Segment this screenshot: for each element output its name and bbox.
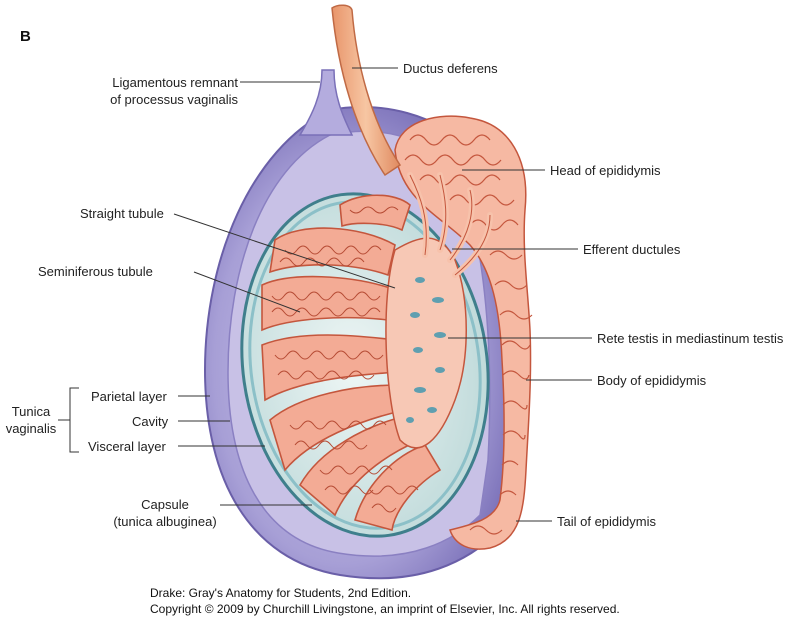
label-cavity: Cavity: [132, 414, 169, 429]
panel-letter: B: [20, 28, 31, 45]
tubule-coils: [271, 206, 419, 513]
label-ligamentous-remnant: Ligamentous remnant of processus vaginal…: [110, 74, 238, 108]
credit-line-2: Copyright © 2009 by Churchill Livingston…: [150, 602, 620, 616]
label-tail-of-epididymis: Tail of epididymis: [557, 514, 656, 529]
label-capsule: Capsule (tunica albuginea): [100, 496, 230, 530]
label-tunica-vaginalis: Tunica vaginalis: [4, 403, 58, 437]
label-parietal-layer: Parietal layer: [91, 389, 167, 404]
label-seminiferous-tubule: Seminiferous tubule: [38, 264, 153, 279]
credit-line-1: Drake: Gray's Anatomy for Students, 2nd …: [150, 586, 412, 600]
label-visceral-layer: Visceral layer: [88, 439, 166, 454]
label-efferent-ductules: Efferent ductules: [583, 242, 681, 257]
label-capsule-line2: (tunica albuginea): [113, 514, 217, 529]
label-tunica-line1: Tunica: [11, 404, 51, 419]
label-body-of-epididymis: Body of epididymis: [597, 373, 707, 388]
label-ductus-deferens: Ductus deferens: [403, 61, 498, 76]
label-tunica-line2: vaginalis: [5, 421, 57, 436]
label-rete-testis: Rete testis in mediastinum testis: [597, 331, 784, 346]
label-capsule-line1: Capsule: [141, 497, 189, 512]
label-head-of-epididymis: Head of epididymis: [550, 163, 661, 178]
label-ligamentous-line2: of processus vaginalis: [110, 92, 238, 107]
label-straight-tubule: Straight tubule: [80, 206, 164, 221]
ligamentous-remnant: [298, 69, 354, 136]
leader-lines: [58, 67, 592, 522]
seminiferous-lobules: [261, 194, 442, 532]
rete-testis: [385, 237, 467, 449]
label-ligamentous-line1: Ligamentous remnant: [112, 75, 238, 90]
ductus-deferens: [331, 4, 402, 177]
epididymis: [394, 115, 533, 550]
